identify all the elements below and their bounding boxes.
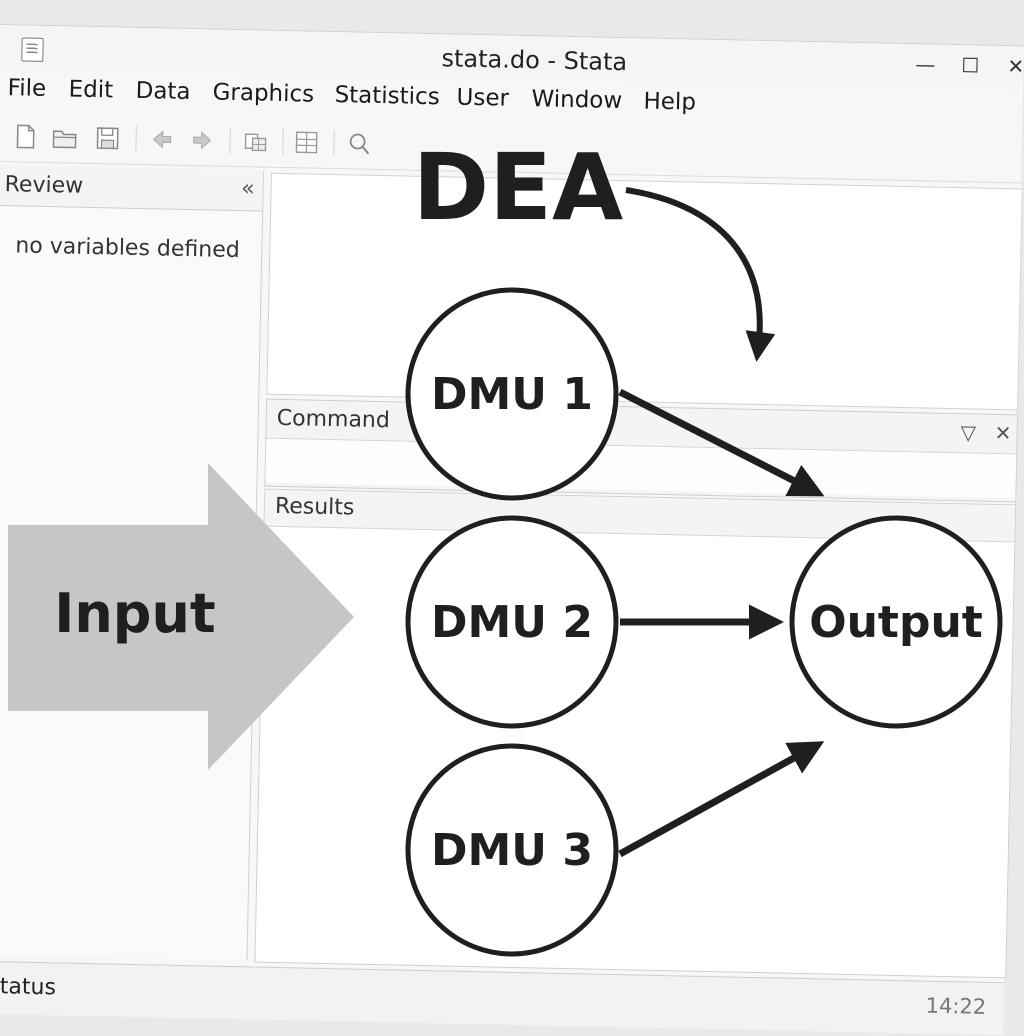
status-label: Status xyxy=(0,973,57,1001)
review-panel: Review « no variables defined xyxy=(0,164,264,961)
search-icon[interactable] xyxy=(347,130,372,156)
menu-help[interactable]: Help xyxy=(643,88,697,116)
new-file-icon[interactable] xyxy=(13,123,38,149)
collapse-panel-icon[interactable]: « xyxy=(240,176,255,202)
stata-window: stata.do - Stata — ☐ ✕ File Edit Data Gr… xyxy=(0,24,1024,1036)
back-arrow-icon[interactable] xyxy=(149,126,174,152)
command-panel: Command ▽ ✕ xyxy=(264,398,1019,503)
command-input[interactable] xyxy=(265,437,1017,499)
data-editor-icon[interactable] xyxy=(243,128,268,154)
table-grid-icon[interactable] xyxy=(294,129,319,155)
menu-graphics[interactable]: Graphics xyxy=(212,79,315,108)
toolbar-divider xyxy=(282,128,284,155)
toolbar-divider xyxy=(135,125,137,152)
menu-user[interactable]: User xyxy=(456,84,510,112)
review-header: Review « xyxy=(0,164,263,212)
menu-file[interactable]: File xyxy=(7,75,47,102)
forward-arrow-icon[interactable] xyxy=(190,127,215,153)
review-title: Review xyxy=(4,172,84,199)
toolbar-divider xyxy=(229,127,231,154)
dropdown-icon[interactable]: ▽ xyxy=(960,420,977,445)
results-panel: Results xyxy=(254,488,1017,979)
results-label: Results xyxy=(274,493,355,521)
toolbar-divider xyxy=(333,130,335,157)
close-command-icon[interactable]: ✕ xyxy=(994,420,1012,446)
toolbar xyxy=(0,110,1022,184)
save-icon[interactable] xyxy=(95,125,120,151)
viewer-pane xyxy=(266,172,1023,411)
menu-window[interactable]: Window xyxy=(531,86,623,115)
menu-edit[interactable]: Edit xyxy=(68,76,114,104)
menu-data[interactable]: Data xyxy=(135,77,191,106)
minimize-button[interactable]: — xyxy=(915,52,936,77)
command-label: Command xyxy=(276,405,391,434)
menu-statistics[interactable]: Statistics xyxy=(334,82,440,111)
open-folder-icon[interactable] xyxy=(52,124,77,150)
review-empty-message: no variables defined xyxy=(15,233,240,264)
status-time: 14:22 xyxy=(925,993,987,1019)
close-button[interactable]: ✕ xyxy=(1007,54,1024,79)
maximize-button[interactable]: ☐ xyxy=(961,53,980,78)
